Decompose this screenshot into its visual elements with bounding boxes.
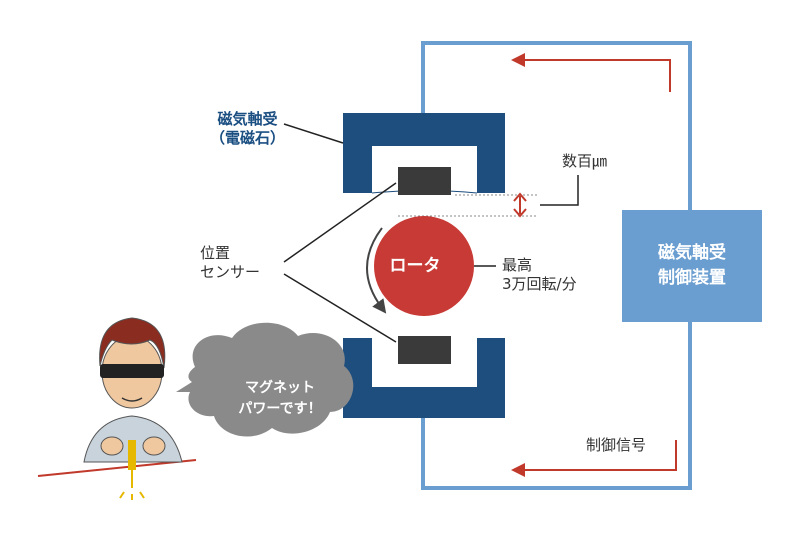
table-line (37, 459, 197, 477)
controller-label-line2: 制御装置 (658, 268, 726, 288)
bubble-text-line2: パワーです！ (238, 401, 322, 417)
scientist-with-sunglasses-icon (83, 317, 183, 500)
speed-label-line2: 3万回転/分 (502, 274, 577, 293)
bearing-label: 磁気軸受 （電磁石） (210, 110, 285, 148)
bottom-signal-arrow (511, 440, 677, 477)
upper-position-sensor (398, 167, 451, 195)
bearing-controller-box: 磁気軸受 制御装置 (622, 210, 762, 322)
bearing-label-line2: （電磁石） (210, 128, 286, 147)
top-signal-arrow (511, 53, 671, 92)
rotor (374, 216, 474, 316)
bubble-text: マグネット パワーです！ (220, 378, 340, 420)
sensor-label-line2: センサー (200, 262, 261, 281)
speech-bubble-icon (176, 322, 354, 437)
lower-magnetic-bearing (343, 338, 505, 418)
bearing-label-line1: 磁気軸受 (217, 110, 278, 128)
controller-label-line1: 磁気軸受 (658, 243, 726, 264)
control-signal-label: 制御信号 (586, 436, 647, 454)
speed-label-line1: 最高 (502, 256, 533, 274)
gap-label: 数百㎛ (562, 152, 608, 170)
rotation-arrow (366, 227, 387, 314)
bubble-text-line1: マグネット (245, 380, 315, 396)
speed-label: 最高 3万回転/分 (502, 256, 577, 294)
gap-arrow (513, 192, 527, 218)
rotor-label: ロータ (389, 256, 441, 276)
sensor-label: 位置 センサー (200, 244, 260, 282)
lower-position-sensor (398, 336, 451, 364)
sensor-label-line1: 位置 (200, 244, 231, 262)
